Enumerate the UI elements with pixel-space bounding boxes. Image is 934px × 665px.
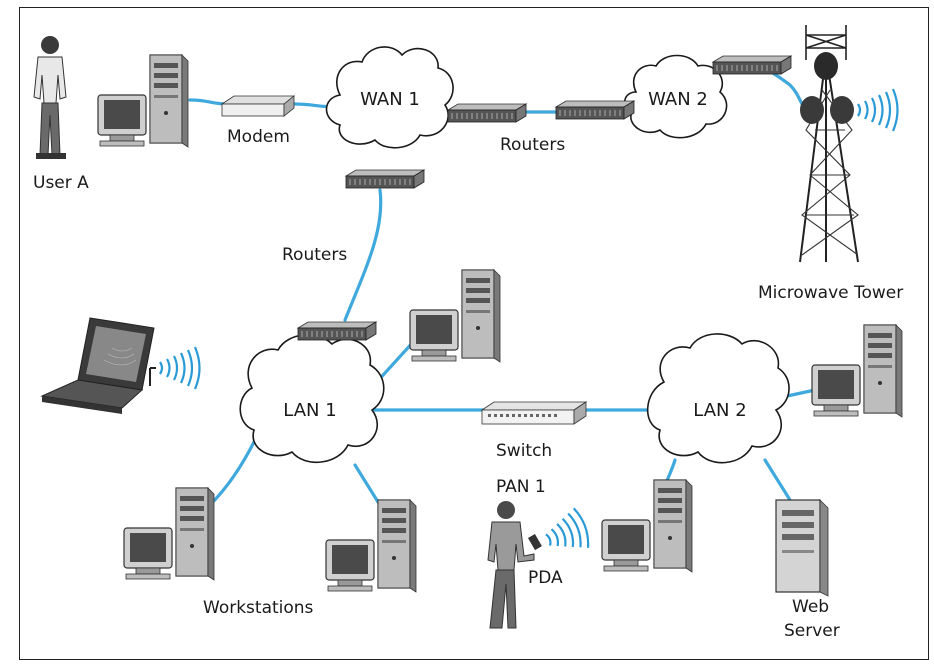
cloud-lan1: LAN 1 <box>239 334 385 464</box>
workstation-icon <box>123 487 215 581</box>
lan1-label: LAN 1 <box>283 400 336 421</box>
server-icon <box>775 499 829 597</box>
router-icon <box>712 55 792 75</box>
wireless-signal-icon <box>158 345 201 391</box>
routers-top-label: Routers <box>500 135 565 155</box>
lan2-label: LAN 2 <box>693 400 746 421</box>
user-a-label: User A <box>33 173 89 193</box>
router-icon <box>345 169 425 189</box>
pan1-label: PAN 1 <box>496 477 546 497</box>
workstation-icon <box>97 54 189 148</box>
wan2-label: WAN 2 <box>648 89 708 110</box>
workstation-icon <box>325 499 417 593</box>
routers-left-label: Routers <box>282 245 347 265</box>
wireless-signal-icon <box>539 505 594 561</box>
modem-icon <box>220 95 296 117</box>
microwave-tower-icon <box>799 25 899 263</box>
switch-icon <box>480 401 588 425</box>
router-icon <box>555 100 635 120</box>
microwave-tower-label: Microwave Tower <box>758 283 903 303</box>
person-icon <box>33 36 67 159</box>
cloud-wan1: WAN 1 <box>325 46 454 149</box>
workstation-icon <box>409 269 501 363</box>
workstation-icon <box>601 479 693 573</box>
diagram-frame <box>19 7 929 660</box>
person-icon <box>487 501 535 629</box>
wan1-label: WAN 1 <box>360 89 420 110</box>
laptop-icon <box>40 317 156 414</box>
web-label: Web <box>792 597 829 617</box>
pda-icon <box>528 534 542 551</box>
server-label: Server <box>784 621 840 641</box>
router-icon <box>297 321 377 341</box>
router-icon <box>447 103 527 123</box>
pda-label: PDA <box>528 568 563 588</box>
workstations-label: Workstations <box>203 598 314 618</box>
cloud-wan2: WAN 2 <box>624 54 728 139</box>
switch-label: Switch <box>496 441 552 461</box>
modem-label: Modem <box>227 127 290 147</box>
wireless-signal-icon <box>856 87 899 133</box>
workstation-icon <box>811 324 903 418</box>
cloud-lan2: LAN 2 <box>646 333 790 464</box>
